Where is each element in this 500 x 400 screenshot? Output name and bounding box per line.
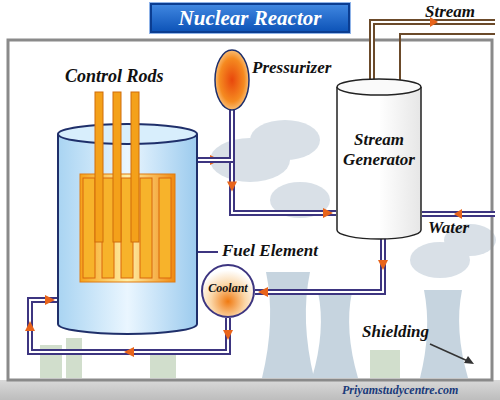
shielding-label: Shielding <box>362 322 429 342</box>
reactor-vessel: Control Rods <box>55 62 200 337</box>
reactor-vessel-shape <box>55 62 200 337</box>
water-label: Water <box>428 218 469 238</box>
fuel-element-label: Fuel Element <box>222 241 318 261</box>
stream-pipe <box>372 17 495 80</box>
pressurizer-shape <box>214 48 334 112</box>
flow-arrowhead <box>227 182 237 192</box>
ground-strip <box>0 380 500 400</box>
cooling-towers <box>262 272 468 378</box>
flow-arrowhead <box>223 330 233 340</box>
flow-arrowhead <box>124 347 134 357</box>
flow-arrowhead <box>25 321 35 331</box>
coolant-pipe <box>198 110 232 160</box>
watermark: Priyamstudycentre.com <box>342 383 458 398</box>
steam-generator: Stream Generator <box>336 78 422 240</box>
shielding-leader-head <box>464 356 474 364</box>
node-text: Pressurizer <box>252 58 331 78</box>
node-text: Coolant <box>201 282 255 296</box>
buildings <box>40 338 400 378</box>
coolant-pipe <box>198 155 336 218</box>
pressurizer: Pressurizer <box>214 48 334 112</box>
node-text: Control Rods <box>65 66 164 87</box>
node-text: Stream Generator <box>336 130 422 169</box>
outer-frame <box>8 40 492 380</box>
stream-label: Stream <box>425 2 475 22</box>
flow-arrowhead <box>323 208 333 218</box>
flow-arrowhead <box>258 287 268 297</box>
water-pipe <box>422 209 495 219</box>
coolant-pump: Coolant <box>201 264 255 318</box>
flow-arrowhead <box>378 260 388 270</box>
flow-arrowhead <box>45 295 55 305</box>
shielding-leader <box>430 344 470 362</box>
title-banner: Nuclear Reactor <box>150 3 350 33</box>
